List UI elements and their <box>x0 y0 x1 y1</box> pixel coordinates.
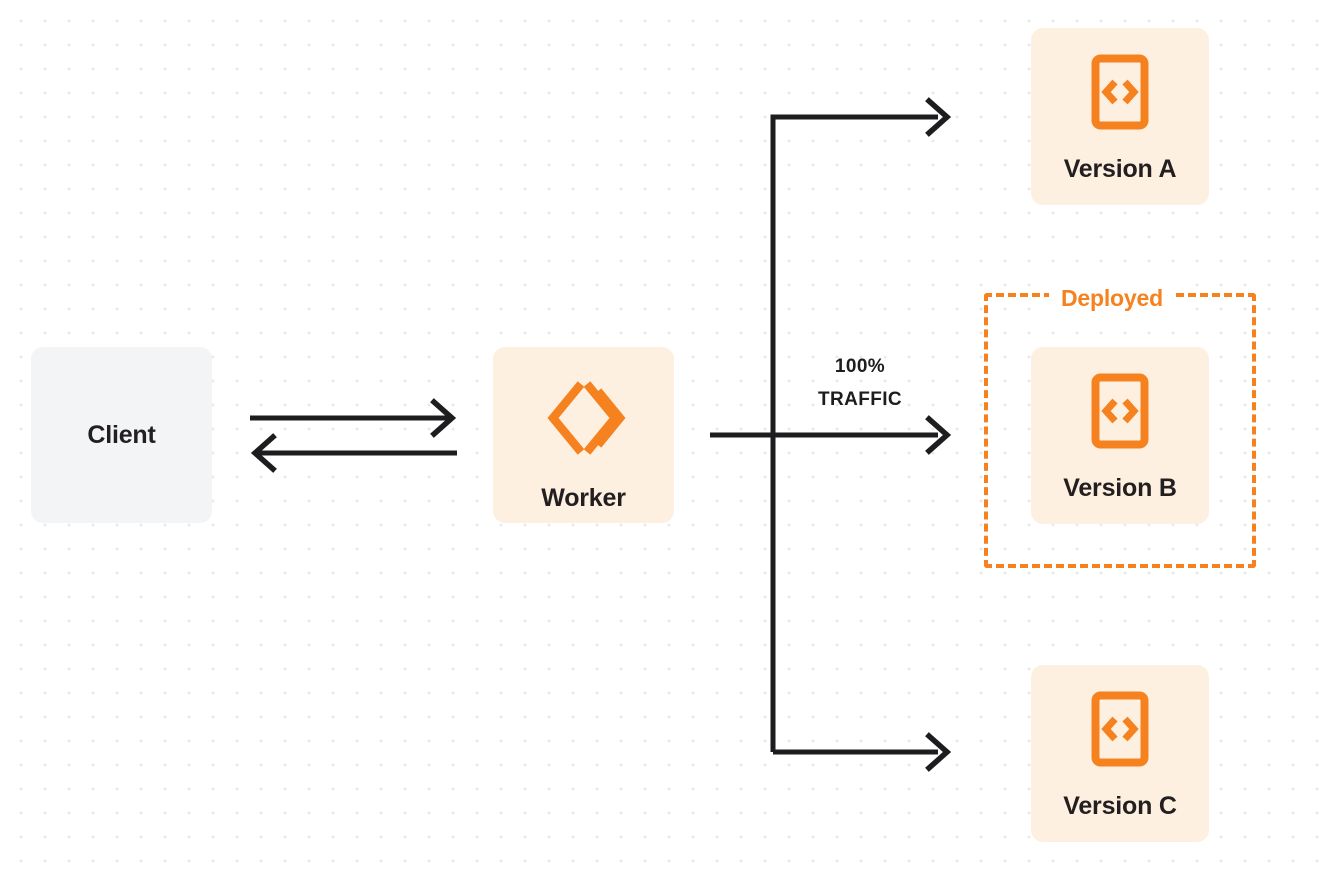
traffic-label: 100% TRAFFIC <box>780 350 940 416</box>
node-version-c-label: Version C <box>1063 792 1177 820</box>
node-version-a[interactable]: Version A <box>1031 28 1209 205</box>
cloudflare-workers-logo-icon <box>541 375 627 466</box>
node-version-c[interactable]: Version C <box>1031 665 1209 842</box>
traffic-word: TRAFFIC <box>817 389 903 410</box>
node-worker-label: Worker <box>541 484 626 512</box>
edge-worker-to-version-c <box>773 732 952 772</box>
deployed-label: Deployed <box>1049 283 1175 313</box>
node-version-b-label: Version B <box>1063 474 1177 502</box>
node-version-b[interactable]: Version B <box>1031 347 1209 524</box>
node-version-a-label: Version A <box>1063 155 1177 183</box>
edge-worker-to-version-b <box>710 415 952 455</box>
edge-worker-to-version-a <box>770 97 952 752</box>
code-brackets-icon <box>1091 373 1149 454</box>
code-brackets-icon <box>1091 54 1149 135</box>
node-worker[interactable]: Worker <box>493 347 674 523</box>
edge-client-to-worker <box>250 398 457 438</box>
node-client-label: Client <box>87 420 156 449</box>
traffic-percent: 100% <box>834 356 886 377</box>
edge-worker-to-client <box>250 433 457 473</box>
code-brackets-icon <box>1091 691 1149 772</box>
node-client[interactable]: Client <box>31 347 212 523</box>
